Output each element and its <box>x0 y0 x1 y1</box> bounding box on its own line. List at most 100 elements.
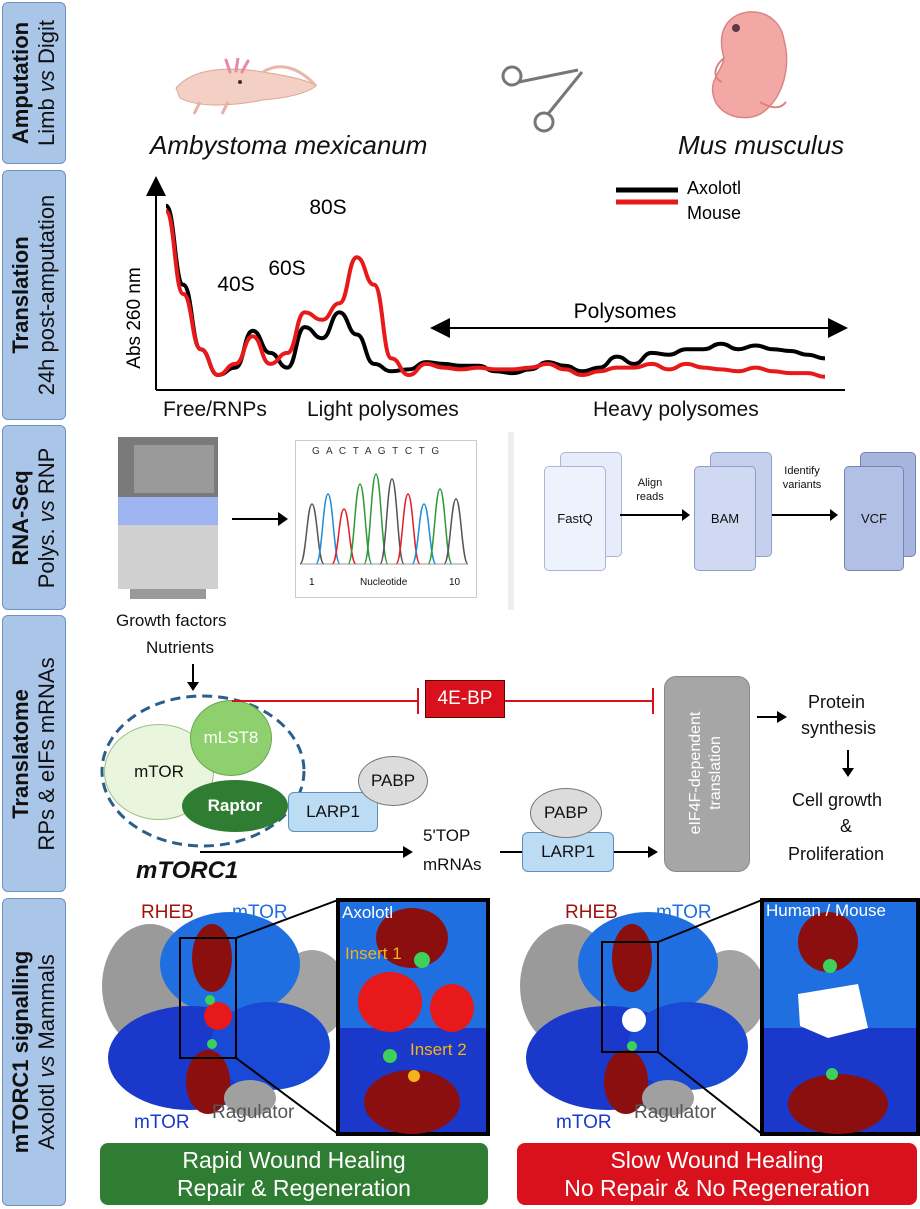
ragulator-left-label: Ragulator <box>212 1102 295 1123</box>
structure-left <box>102 898 490 1136</box>
chromatogram-traces <box>300 473 469 565</box>
nucleotide-axis-label: Nucleotide <box>360 577 408 588</box>
pabp-bound-label: PABP <box>370 771 416 790</box>
outcome-axolotl-line2: Repair & Regeneration <box>177 1175 411 1201</box>
larp1-bound-box: LARP1 <box>288 792 378 832</box>
peak-label-40s: 40S <box>217 273 254 296</box>
larp1-line <box>500 851 522 853</box>
section-title: Translation <box>8 236 33 354</box>
chromatogram-peak <box>443 498 469 565</box>
synthesis-label: synthesis <box>801 718 877 738</box>
nucleotide-axis-start: 1 <box>309 577 315 588</box>
chromatogram-peak <box>411 503 437 565</box>
section-subtitle: RPs & eIFs mRNAs <box>34 656 59 851</box>
4ebp-label: 4E-BP <box>437 688 493 709</box>
fastq-file: FastQ <box>544 466 606 571</box>
nutrients-label: Nutrients <box>146 638 215 657</box>
larp1-bound-label: LARP1 <box>306 802 360 821</box>
ragulator-right-label: Ragulator <box>634 1102 717 1123</box>
mtor-bottom-right-label: mTOR <box>556 1112 612 1133</box>
sequencer-arrow <box>232 518 280 520</box>
inhibition-bar-mtor <box>417 688 419 714</box>
larp1-to-eif4f-arrow <box>614 851 650 853</box>
x-label-heavy-polysomes: Heavy polysomes <box>593 398 759 421</box>
raptor-label: Raptor <box>207 796 263 815</box>
eif4f-label: eIF4F-dependent translation <box>687 711 724 835</box>
insert2-label: Insert 2 <box>410 1040 467 1059</box>
x-label-light-polysomes: Light polysomes <box>307 398 459 421</box>
polysome-profile-chart: Abs 260 nm Polysomes 40S 60S 80S Axolotl… <box>124 176 848 391</box>
input-arrow <box>192 664 194 684</box>
pabp-free-label: PABP <box>543 803 589 822</box>
series-line-axolotl <box>164 203 826 378</box>
x-label-free-rnps: Free/RNPs <box>163 398 267 421</box>
mtor-top-right-label: mTOR <box>656 902 712 923</box>
fastq-label: FastQ <box>557 511 593 526</box>
rheb-right-label: RHEB <box>565 902 618 923</box>
protein-arrow-head <box>777 711 787 723</box>
input-arrow-head <box>187 682 199 691</box>
inhibition-line-4ebp <box>505 700 653 702</box>
protein-label: Protein <box>808 692 866 712</box>
mtorc1-label: mTORC1 <box>136 857 239 884</box>
sequencer-illustration <box>118 437 218 599</box>
y-axis-label: Abs 260 nm <box>124 267 145 368</box>
mtorc1-complex-outline <box>100 694 306 848</box>
mtor-label: mTOR <box>134 762 184 781</box>
legend-label-mouse: Mouse <box>687 203 741 223</box>
section-subtitle: Limb vs Digit <box>34 20 59 146</box>
mouse-pup-illustration <box>711 11 788 119</box>
section-title: mTORC1 signalling <box>8 950 33 1154</box>
species-right-label: Mus musculus <box>678 130 845 160</box>
section-subtitle: Axolotl vs Mammals <box>34 954 59 1150</box>
peak-label-80s: 80S <box>309 196 346 219</box>
section-title: Amputation <box>8 21 33 145</box>
zoom-title-axolotl: Axolotl <box>342 903 394 922</box>
protein-arrow <box>757 716 779 718</box>
cell-growth-label: Cell growth <box>792 790 883 810</box>
align-reads-arrow-head <box>682 509 690 521</box>
rheb-left-label: RHEB <box>141 902 194 923</box>
mlst8-label: mLST8 <box>203 728 259 747</box>
chromatogram-peak <box>315 493 341 565</box>
outcome-mammal-line1: Slow Wound Healing <box>610 1147 824 1173</box>
chromatogram-peak <box>300 503 325 565</box>
align-reads-arrow <box>620 514 684 516</box>
raptor-node: Raptor <box>182 780 288 832</box>
vcf-label: VCF <box>861 511 887 526</box>
identify-variants-arrow-head <box>830 509 838 521</box>
outcome-mammal-box: Slow Wound Healing No Repair & No Regene… <box>517 1143 917 1205</box>
chromatogram-sequence: G A C T A G T C T G <box>312 446 442 457</box>
inhibition-line-mtor <box>232 700 418 702</box>
panel-divider <box>508 432 514 610</box>
mrnas-label: mRNAs <box>423 855 482 874</box>
zoom-title-human-mouse: Human / Mouse <box>766 901 886 920</box>
identify-variants-arrow <box>772 514 832 516</box>
bam-label: BAM <box>710 511 740 526</box>
legend-label-axolotl: Axolotl <box>687 178 741 198</box>
top-mrna-arrow-head <box>403 846 413 858</box>
peak-label-60s: 60S <box>268 257 305 280</box>
larp1-free-box: LARP1 <box>522 832 614 872</box>
chromatogram-peak <box>331 508 357 565</box>
polysomes-label: Polysomes <box>574 300 677 323</box>
top-mrna-arrow <box>200 851 405 853</box>
outcome-axolotl-line1: Rapid Wound Healing <box>182 1147 406 1173</box>
align-reads-label: Align reads <box>636 477 664 503</box>
growth-arrow-head <box>842 768 854 777</box>
5top-label: 5'TOP <box>423 826 471 845</box>
chromatogram-peak <box>395 493 421 565</box>
4ebp-box: 4E-BP <box>425 680 505 718</box>
bam-file: BAM <box>694 466 756 571</box>
species-left-label: Ambystoma mexicanum <box>150 130 428 160</box>
proliferation-label: Proliferation <box>788 844 885 864</box>
mtor-top-left-label: mTOR <box>232 902 288 923</box>
growth-arrow <box>847 750 849 770</box>
insert1-label: Insert 1 <box>345 944 402 963</box>
axolotl-illustration <box>175 58 318 115</box>
larp1-free-label: LARP1 <box>541 842 595 861</box>
